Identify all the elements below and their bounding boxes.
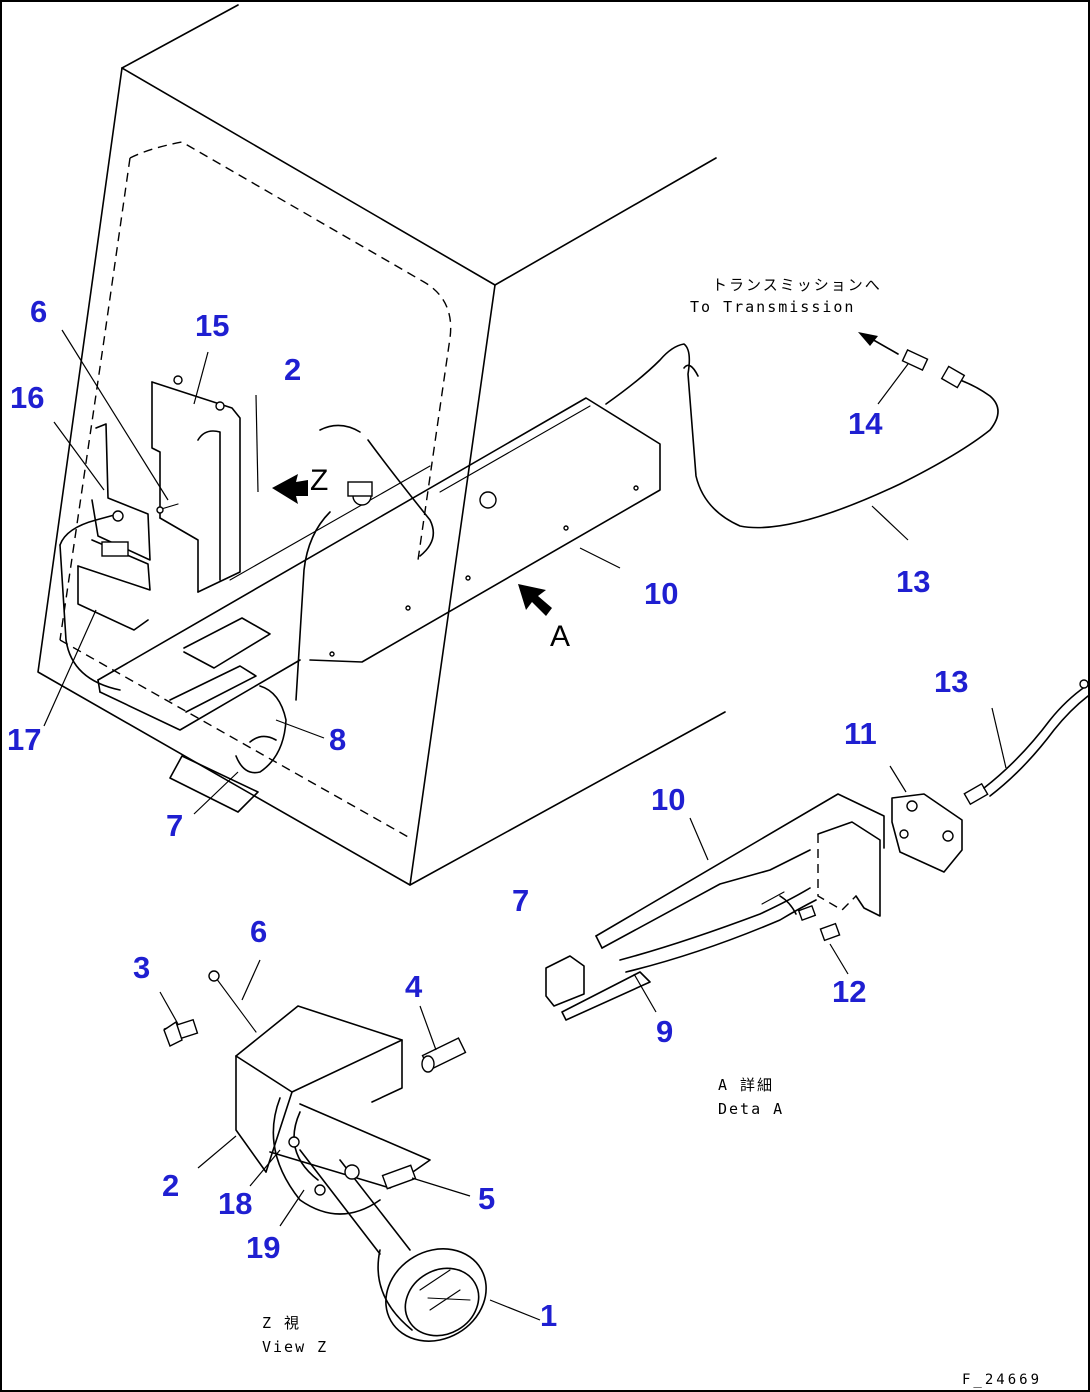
cable-main [605,332,999,529]
figure-code: F_24669 [962,1372,1042,1388]
callout-7-main: 7 [166,808,183,843]
callout-6-main: 6 [30,294,47,329]
callout-14: 14 [848,406,883,441]
callout-2-view-z: 2 [162,1168,179,1203]
view-z-letter: Z [310,464,328,497]
callout-7-detail: 7 [512,883,529,918]
bracket-assembly [59,375,241,691]
note-detail-a-jp: A 詳細 [718,1076,774,1094]
plate-and-clamp [169,685,287,813]
note-view-z-en: View Z [262,1338,328,1356]
view-z-arrow [272,474,308,504]
beam-main [97,397,661,731]
callout-11: 11 [844,716,877,751]
callout-1: 1 [540,1298,557,1333]
leader-lines [43,329,1007,1321]
callout-3: 3 [133,950,150,985]
callout-17: 17 [7,722,41,757]
callout-5: 5 [478,1181,495,1216]
note-to-transmission-jp: トランスミッションへ [712,276,882,294]
note-to-transmission-en: To Transmission [690,298,855,316]
callout-15: 15 [195,308,229,343]
view-a-arrow [518,584,552,616]
view-z-drawing [163,970,487,1342]
note-view-z-jp: Z 視 [262,1314,301,1332]
callout-10-detail: 10 [651,782,685,817]
callout-12: 12 [832,974,866,1009]
callout-8: 8 [329,722,346,757]
callout-16: 16 [10,380,44,415]
callout-4: 4 [405,969,423,1004]
callouts: 1 2 2 3 4 5 6 6 7 7 8 9 10 10 11 12 13 1… [7,294,968,1333]
note-detail-a-en: Deta A [718,1100,784,1118]
detail-a-drawing [545,679,1089,1021]
view-a-letter: A [550,620,570,653]
callout-10-main: 10 [644,576,678,611]
callout-13-detail: 13 [934,664,968,699]
callout-2-main: 2 [284,352,301,387]
cab-outline [37,4,726,886]
callout-18: 18 [218,1186,252,1221]
callout-13-main: 13 [896,564,930,599]
callout-9: 9 [656,1014,673,1049]
callout-6-view-z: 6 [250,914,267,949]
callout-19: 19 [246,1230,280,1265]
